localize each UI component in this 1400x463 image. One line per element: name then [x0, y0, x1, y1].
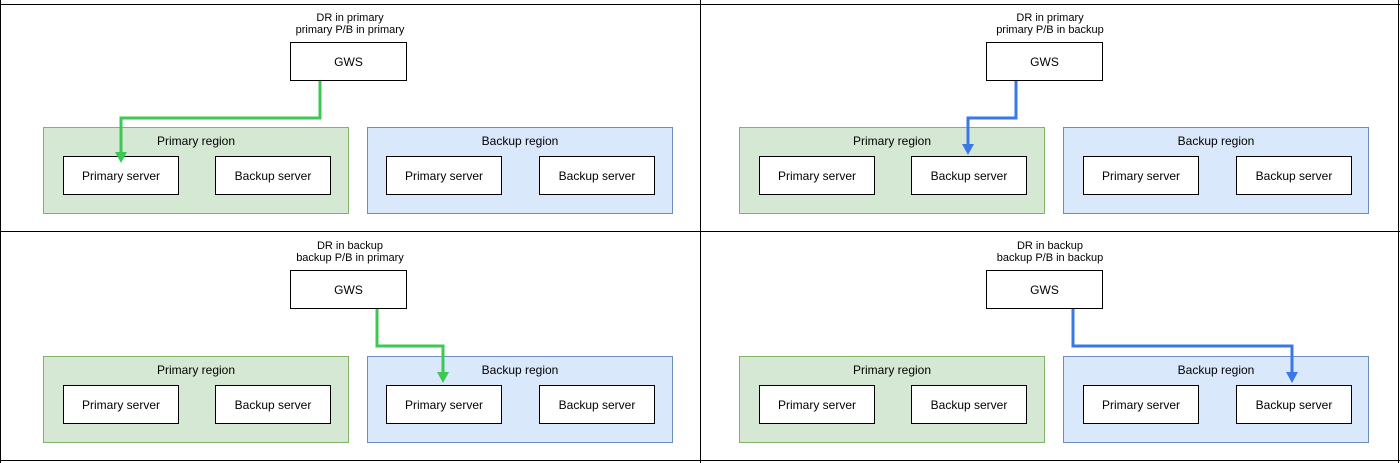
routing-arrow [1071, 309, 1298, 383]
primary-region: Primary region Primary server Backup ser… [739, 127, 1045, 214]
gws-box: GWS [986, 270, 1103, 309]
routing-arrow [375, 309, 449, 383]
gws-box: GWS [986, 42, 1103, 81]
primary-region-backup-server: Backup server [215, 156, 331, 195]
caption-line-1: DR in backup [1016, 240, 1084, 252]
backup-region-primary-server: Primary server [386, 385, 502, 424]
backup-region-backup-server: Backup server [539, 156, 655, 195]
routing-arrow [115, 81, 322, 163]
region-label: Primary region [156, 363, 236, 377]
quadrant-bottom-right: DR in backup backup P/B in backup Primar… [700, 232, 1400, 462]
caption-line-2: backup P/B in primary [296, 252, 404, 264]
caption-line-1: DR in backup [316, 240, 384, 252]
backup-region-backup-server: Backup server [1236, 156, 1352, 195]
primary-region: Primary region Primary server Backup ser… [43, 356, 349, 443]
gws-box: GWS [290, 270, 407, 309]
caption-line-1: DR in primary [316, 12, 384, 24]
quadrant-bottom-left: DR in backup backup P/B in primary Prima… [0, 232, 700, 462]
backup-region: Backup region Primary server Backup serv… [1063, 356, 1369, 443]
region-label: Primary region [852, 363, 932, 377]
backup-region-primary-server: Primary server [1083, 385, 1199, 424]
bottom-border [0, 460, 1400, 461]
backup-region-primary-server: Primary server [386, 156, 502, 195]
backup-region-backup-server: Backup server [539, 385, 655, 424]
primary-region-primary-server: Primary server [759, 385, 875, 424]
primary-region-primary-server: Primary server [63, 385, 179, 424]
caption-line-2: primary P/B in primary [295, 24, 405, 36]
backup-region-primary-server: Primary server [1083, 156, 1199, 195]
caption-line-2: backup P/B in backup [996, 252, 1104, 264]
primary-region: Primary region Primary server Backup ser… [739, 356, 1045, 443]
quadrant-top-left: DR in primary primary P/B in primary Pri… [0, 0, 700, 230]
region-label: Backup region [1177, 363, 1255, 377]
primary-region-backup-server: Backup server [911, 385, 1027, 424]
primary-region-primary-server: Primary server [759, 156, 875, 195]
top-border [0, 4, 1400, 5]
backup-region-backup-server: Backup server [1236, 385, 1352, 424]
backup-region: Backup region Primary server Backup serv… [367, 356, 673, 443]
routing-arrow [962, 81, 1018, 155]
caption-line-1: DR in primary [1016, 12, 1084, 24]
quadrant-top-right: DR in primary primary P/B in backup Prim… [700, 0, 1400, 230]
region-label: Backup region [481, 134, 559, 148]
gws-box: GWS [290, 42, 407, 81]
horizontal-divider [0, 231, 1400, 232]
region-label: Primary region [852, 134, 932, 148]
region-label: Backup region [1177, 134, 1255, 148]
region-label: Primary region [156, 134, 236, 148]
primary-region-backup-server: Backup server [911, 156, 1027, 195]
primary-region-backup-server: Backup server [215, 385, 331, 424]
backup-region: Backup region Primary server Backup serv… [1063, 127, 1369, 214]
backup-region: Backup region Primary server Backup serv… [367, 127, 673, 214]
caption-line-2: primary P/B in backup [996, 24, 1104, 36]
region-label: Backup region [481, 363, 559, 377]
